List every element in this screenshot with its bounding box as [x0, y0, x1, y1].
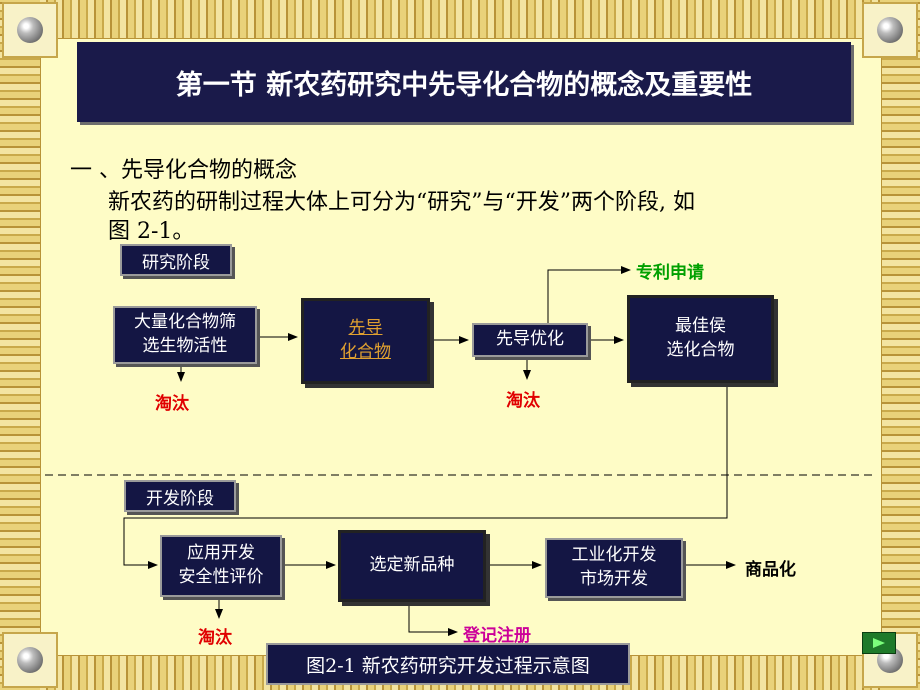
node-best-line-2: 选化合物 — [666, 340, 735, 360]
node-screening: 大量化合物筛选生物活性 — [113, 306, 257, 364]
development-stage-label: 开发阶段 — [124, 480, 236, 512]
node-industrial-line-1: 工业化开发 — [571, 545, 657, 566]
body-text-line-2: 图 2-1。 — [108, 219, 195, 244]
node-screening-line-1: 大量化合物筛 — [134, 312, 236, 333]
note-commercialization: 商品化 — [745, 560, 796, 580]
node-application-line-2: 安全性评价 — [178, 567, 264, 587]
node-screening-line-2: 选生物活性 — [142, 336, 228, 356]
arrow-to-registration — [408, 602, 458, 636]
frame-right — [880, 0, 920, 690]
node-new-variety: 选定新品种 — [338, 530, 486, 602]
note-patent-application: 专利申请 — [636, 263, 704, 283]
frame-top — [0, 0, 920, 38]
arrow-best-to-application — [123, 383, 728, 569]
node-lead-line-2: 化合物 — [340, 342, 391, 362]
node-lead-line-1: 先导 — [348, 318, 383, 339]
knob-icon — [17, 647, 43, 673]
corner-ornament-top-right — [862, 2, 918, 58]
note-eliminate-2: 淘汰 — [506, 391, 540, 411]
slide-title: 第一节 新农药研究中先导化合物的概念及重要性 — [77, 42, 851, 122]
node-lead-optimization: 先导优化 — [472, 323, 588, 357]
arrow-to-patent — [547, 266, 631, 325]
section-heading: 一 、先导化合物的概念 — [70, 158, 297, 183]
knob-icon — [877, 17, 903, 43]
corner-ornament-top-left — [2, 2, 58, 58]
node-variety-label: 选定新品种 — [369, 555, 455, 576]
note-eliminate-1: 淘汰 — [155, 394, 189, 414]
note-registration: 登记注册 — [463, 626, 531, 646]
node-lead-compound[interactable]: 先导化合物 — [301, 298, 430, 384]
node-application-line-1: 应用开发 — [187, 543, 255, 564]
figure-caption: 图2-1 新农药研究开发过程示意图 — [266, 643, 630, 685]
note-eliminate-3: 淘汰 — [198, 628, 232, 648]
node-optimization-label: 先导优化 — [496, 329, 564, 350]
next-slide-button[interactable] — [862, 632, 896, 654]
knob-icon — [17, 17, 43, 43]
node-industrial-development: 工业化开发市场开发 — [545, 538, 683, 598]
node-industrial-line-2: 市场开发 — [580, 569, 648, 589]
corner-ornament-bottom-left — [2, 632, 58, 688]
play-arrow-icon — [873, 638, 885, 648]
node-best-line-1: 最佳侯 — [675, 316, 726, 337]
body-text-line-1: 新农药的研制过程大体上可分为“研究”与“开发”两个阶段, 如 — [108, 190, 695, 215]
node-best-candidate: 最佳侯选化合物 — [627, 295, 774, 383]
node-application-development: 应用开发安全性评价 — [160, 535, 282, 597]
research-stage-label: 研究阶段 — [120, 244, 232, 276]
frame-left — [0, 0, 40, 690]
